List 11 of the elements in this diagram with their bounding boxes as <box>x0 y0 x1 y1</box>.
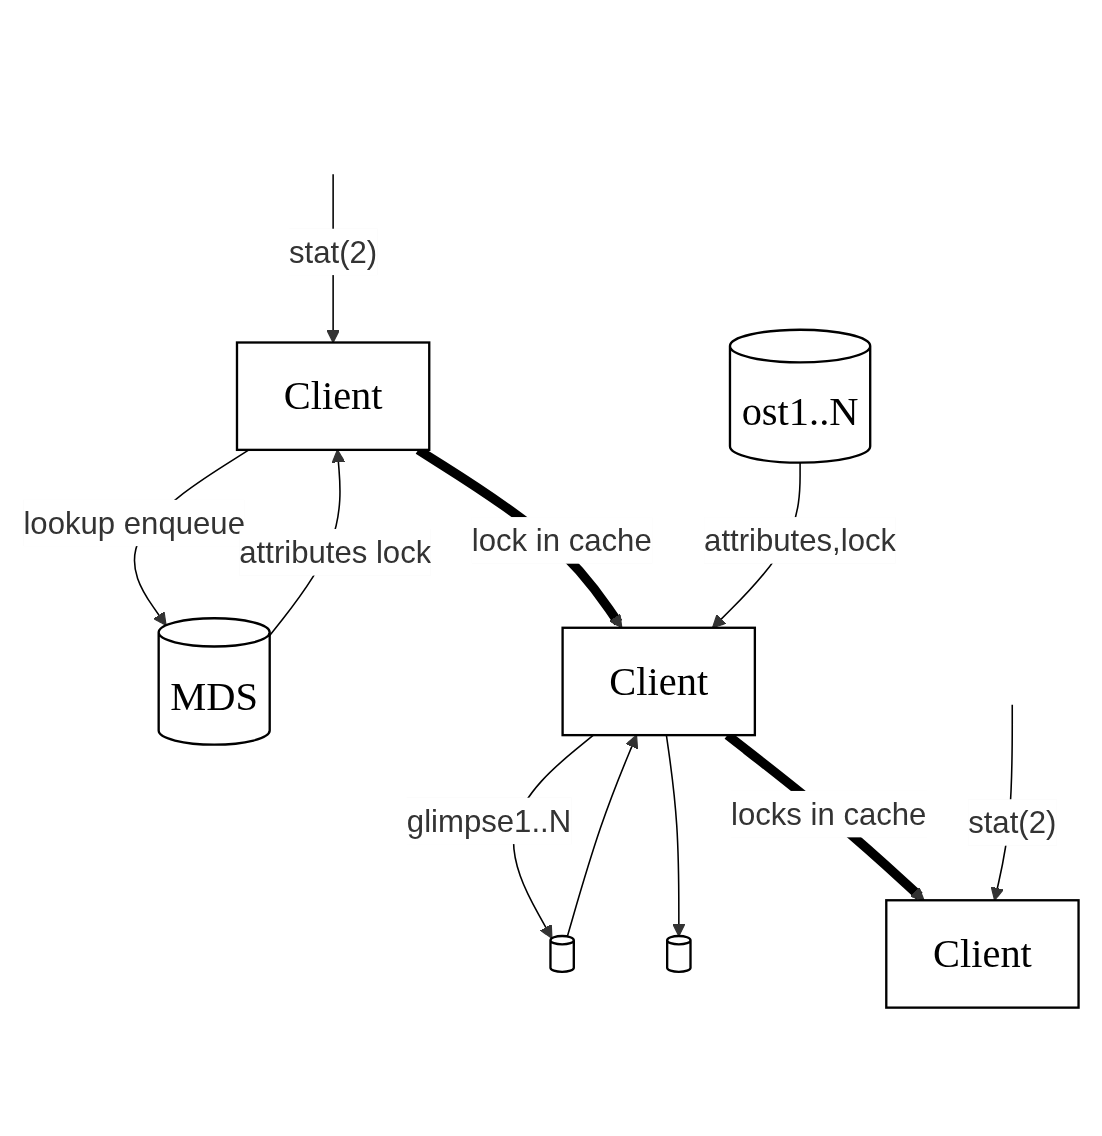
node-cylinder <box>549 935 575 974</box>
edge-label: stat(2) <box>968 805 1057 841</box>
edge-label: locks in cache <box>730 797 927 832</box>
edge-label: stat(2) <box>289 235 378 270</box>
edge-label: glimpse1..N <box>406 804 572 839</box>
edge-label: attributes,lock <box>704 523 897 559</box>
node-box: Client <box>235 341 431 452</box>
node-cylinder <box>666 935 692 974</box>
node-box: Client <box>561 627 757 737</box>
node-box: Client <box>885 899 1080 1010</box>
edge-label: lock in cache <box>471 523 652 559</box>
